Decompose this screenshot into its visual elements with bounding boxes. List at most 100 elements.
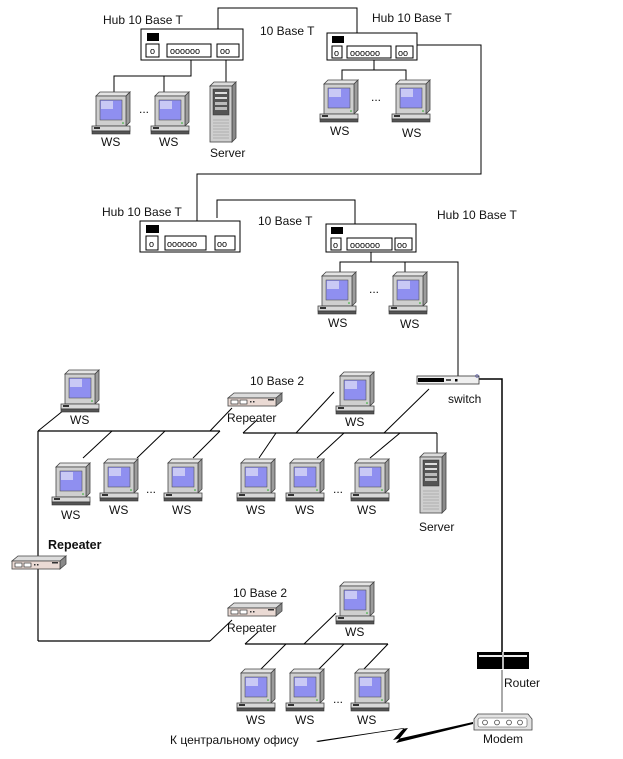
switch-icon bbox=[416, 374, 480, 385]
ws-icon bbox=[285, 668, 325, 712]
hub3-port-pair: oo bbox=[217, 239, 227, 249]
server-icon bbox=[419, 452, 447, 514]
wire-bus-bottom-ws3 bbox=[362, 643, 389, 671]
ws-icon bbox=[335, 371, 375, 415]
ws-label: WS bbox=[246, 503, 266, 517]
ws-icon bbox=[60, 369, 100, 413]
wire-hub1-ws1 bbox=[113, 60, 192, 92]
ws-icon bbox=[99, 458, 139, 502]
hub-4 bbox=[325, 223, 417, 253]
hub-1 bbox=[140, 28, 244, 61]
server-label: Server bbox=[419, 520, 455, 534]
link-top-label: 10 Base T bbox=[260, 24, 315, 38]
hub3-port-single: o bbox=[149, 239, 154, 249]
base2-bottom-label: 10 Base 2 bbox=[233, 586, 288, 600]
wan-link-lightning bbox=[316, 722, 473, 743]
ws-label: WS bbox=[70, 413, 90, 427]
hub2-label: Hub 10 Base T bbox=[372, 11, 452, 25]
ws-icon bbox=[350, 668, 390, 712]
hub-2 bbox=[326, 32, 418, 61]
hub4-port-group: oooooo bbox=[350, 240, 380, 250]
server-icon bbox=[209, 81, 237, 143]
hub4-port-single: o bbox=[333, 240, 338, 250]
wire-bus-ws-top bbox=[295, 391, 335, 434]
ws-label: WS bbox=[357, 503, 377, 517]
ws-label: WS bbox=[328, 316, 348, 330]
ellipsis: ... bbox=[146, 482, 157, 496]
hub2-port-group: oooooo bbox=[350, 48, 380, 58]
modem-icon bbox=[473, 713, 533, 731]
ws-label: WS bbox=[400, 317, 420, 331]
ws-icon bbox=[163, 458, 203, 502]
ws-label: WS bbox=[295, 713, 315, 727]
hub4-label: Hub 10 Base T bbox=[437, 208, 517, 222]
ellipsis: ... bbox=[333, 482, 344, 496]
hub1-port-single: o bbox=[150, 46, 155, 56]
switch-label: switch bbox=[448, 392, 482, 406]
ellipsis: ... bbox=[371, 90, 382, 104]
wire-hub2-hub3 bbox=[196, 44, 482, 222]
wire-bus-ws-c bbox=[369, 432, 401, 459]
repeater-main-label: Repeater bbox=[48, 538, 102, 552]
ws-label: WS bbox=[101, 135, 121, 149]
modem-label: Modem bbox=[483, 732, 524, 746]
ws-label: WS bbox=[357, 713, 377, 727]
ellipsis: ... bbox=[139, 102, 150, 116]
ws-label: WS bbox=[61, 508, 81, 522]
hub2-port-pair: oo bbox=[398, 48, 408, 58]
wire-bus-left-ws1 bbox=[82, 430, 113, 459]
wire-repeater-bus-bottom bbox=[244, 631, 259, 645]
ws-label: WS bbox=[345, 625, 365, 639]
wire-bus-ws-a bbox=[258, 432, 277, 459]
wire-bus-bottom-ws2 bbox=[317, 643, 345, 671]
wire-hub3-hub4 bbox=[216, 199, 356, 224]
ws-label: WS bbox=[402, 126, 422, 140]
wire-hub1-hub2 bbox=[217, 7, 358, 33]
wire-bus-bottom-ws1 bbox=[259, 643, 287, 671]
repeater-icon bbox=[227, 392, 283, 407]
wire-bus-left-ws3 bbox=[192, 430, 221, 459]
ws-label: WS bbox=[109, 503, 129, 517]
wire-hub4-ws1 bbox=[339, 252, 372, 274]
hub1-label: Hub 10 Base T bbox=[103, 13, 183, 27]
ws-label: WS bbox=[345, 415, 365, 429]
ws-label: WS bbox=[172, 503, 192, 517]
ws-icon bbox=[391, 79, 431, 123]
router-label: Router bbox=[504, 676, 541, 690]
repeater-label: Repeater bbox=[227, 621, 277, 635]
hub1-port-group: oooooo bbox=[170, 46, 200, 56]
hub1-port-pair: oo bbox=[220, 46, 230, 56]
wire-bus-ws-b bbox=[316, 432, 345, 459]
ellipsis: ... bbox=[369, 282, 380, 296]
wire-bus-left-ws2 bbox=[136, 430, 166, 459]
server-label: Server bbox=[210, 146, 246, 160]
ws-label: WS bbox=[159, 135, 179, 149]
base2-top-label: 10 Base 2 bbox=[250, 374, 305, 388]
ws-icon bbox=[285, 458, 325, 502]
ws-icon bbox=[388, 271, 428, 315]
ws-icon bbox=[150, 91, 190, 135]
wire-switch-router bbox=[479, 378, 503, 652]
wire-bus-left-repeater-bottom bbox=[209, 619, 233, 642]
wire-ws-left-top bbox=[37, 409, 65, 432]
ws-icon bbox=[91, 91, 131, 135]
repeater-label: Repeater bbox=[227, 411, 277, 425]
router-icon bbox=[477, 652, 529, 669]
wire-hub2-ws1 bbox=[341, 60, 375, 80]
central-office-label: К центральному офису bbox=[170, 733, 299, 747]
hub-3 bbox=[139, 220, 241, 253]
hub3-label: Hub 10 Base T bbox=[102, 205, 182, 219]
repeater-icon bbox=[227, 602, 283, 617]
ws-icon bbox=[317, 271, 357, 315]
ws-icon bbox=[236, 458, 276, 502]
ws-icon bbox=[350, 458, 390, 502]
wire-repeater-bus-middle bbox=[242, 419, 258, 434]
ws-icon bbox=[319, 79, 359, 123]
wire-hub2-ws2 bbox=[374, 69, 407, 80]
ws-label: WS bbox=[295, 503, 315, 517]
wire-switch-bus bbox=[383, 388, 430, 434]
ws-label: WS bbox=[246, 713, 266, 727]
ws-icon bbox=[236, 668, 276, 712]
wire-bus-left-repeater bbox=[209, 407, 233, 432]
wire-bus-bottom-ws-top bbox=[303, 612, 337, 645]
